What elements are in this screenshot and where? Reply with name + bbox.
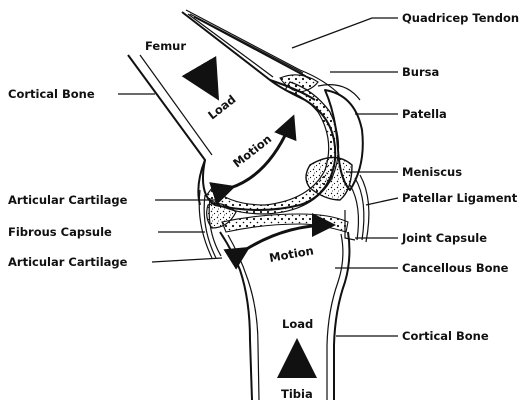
articular-cartilage-upper-label: Articular Cartilage: [8, 193, 128, 207]
tibia-label: Tibia: [281, 387, 313, 401]
load-lower-label: Load: [282, 317, 313, 331]
femur-label: Femur: [145, 39, 186, 53]
load-upper-label: Load: [205, 92, 238, 122]
quadricep-tendon-leader: [292, 18, 398, 48]
motion-lower-label: Motion: [268, 243, 315, 265]
cortical-bone-left-label: Cortical Bone: [8, 87, 95, 101]
articular-cartilage-lower-leader: [152, 258, 222, 262]
patellar-ligament-label: Patellar Ligament: [402, 191, 518, 205]
motion-upper-label: Motion: [230, 132, 274, 171]
meniscus-label: Meniscus: [402, 165, 462, 179]
bursa-label: Bursa: [402, 65, 439, 79]
cortical-bone-right-label: Cortical Bone: [402, 329, 489, 343]
femur-load-arrow: [200, 68, 214, 92]
fibrous-capsule-label: Fibrous Capsule: [8, 225, 112, 239]
joint-capsule-label: Joint Capsule: [401, 231, 487, 245]
lower-articular-cartilage: [222, 214, 348, 232]
patella-label: Patella: [402, 107, 447, 121]
cancellous-bone-label: Cancellous Bone: [402, 261, 509, 275]
articular-cartilage-lower-label: Articular Cartilage: [8, 255, 128, 269]
patellar-ligament-leader: [366, 198, 398, 205]
lower-motion-arrow: [245, 225, 330, 250]
quadricep-tendon-label: Quadricep Tendon: [402, 11, 519, 25]
